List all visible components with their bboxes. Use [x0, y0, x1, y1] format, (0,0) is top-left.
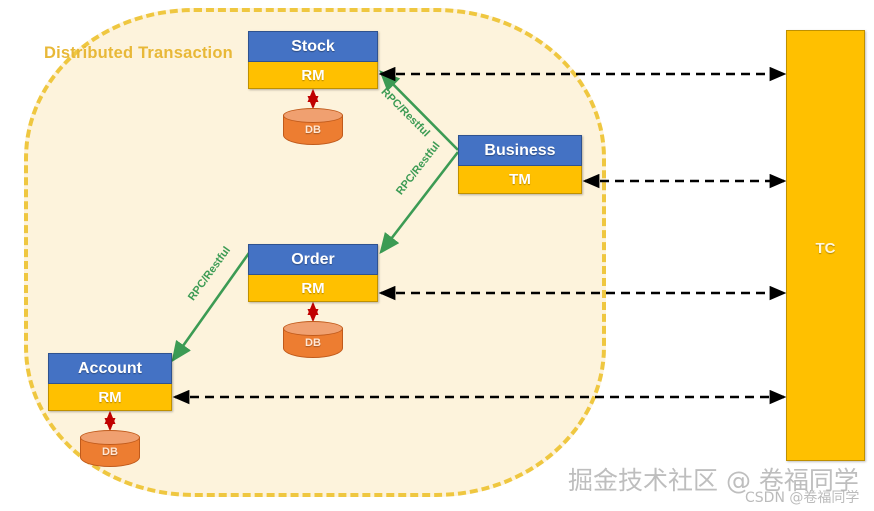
- transaction-coordinator-label: TC: [815, 240, 836, 257]
- database-cylinder-account: DB: [80, 430, 140, 472]
- service-node-order-title: Order: [248, 244, 378, 275]
- service-node-business-role: TM: [458, 166, 582, 194]
- watermark-csdn: CSDN @卷福同学: [745, 490, 860, 506]
- distributed-transaction-label: Distributed Transaction: [44, 44, 233, 62]
- database-cylinder-order: DB: [283, 321, 343, 363]
- service-node-business-title: Business: [458, 135, 582, 166]
- service-node-stock-role: RM: [248, 62, 378, 89]
- database-top-ellipse: [283, 321, 343, 336]
- database-cylinder-stock: DB: [283, 108, 343, 150]
- service-node-order[interactable]: Order RM: [248, 244, 378, 302]
- service-node-account-title: Account: [48, 353, 172, 384]
- database-top-ellipse: [80, 430, 140, 445]
- database-label-account: DB: [102, 446, 118, 458]
- service-node-order-role: RM: [248, 275, 378, 302]
- service-node-account[interactable]: Account RM: [48, 353, 172, 411]
- database-label-order: DB: [305, 337, 321, 349]
- watermark-primary: 掘金技术社区 @ 卷福同学: [568, 466, 859, 495]
- transaction-coordinator-bar[interactable]: [786, 30, 865, 461]
- database-top-ellipse: [283, 108, 343, 123]
- service-node-business[interactable]: Business TM: [458, 135, 582, 194]
- service-node-stock-title: Stock: [248, 31, 378, 62]
- service-node-account-role: RM: [48, 384, 172, 411]
- service-node-stock[interactable]: Stock RM: [248, 31, 378, 89]
- database-label-stock: DB: [305, 124, 321, 136]
